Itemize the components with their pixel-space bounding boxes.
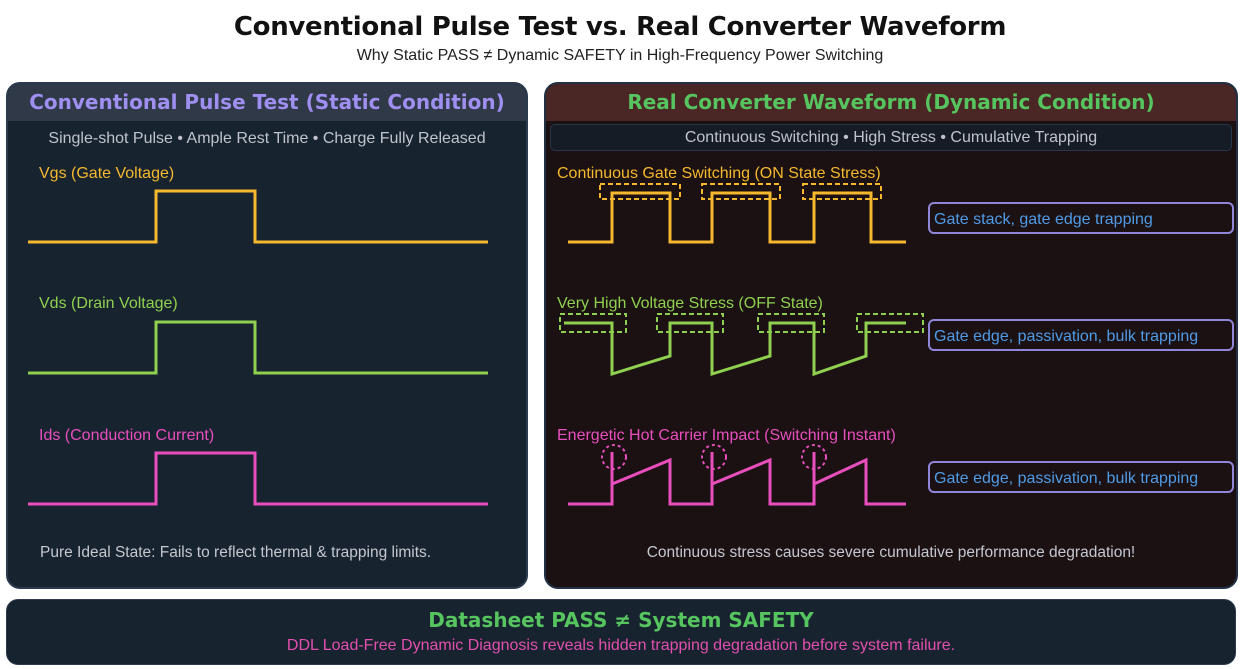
vds-pulse-waveform	[28, 320, 488, 375]
conclusion-banner: Datasheet PASS ≠ System SAFETY DDL Load-…	[6, 599, 1236, 665]
vgs-label: Vgs (Gate Voltage)	[39, 165, 175, 182]
gate-stack-trapping-box: Gate stack, gate edge trapping	[928, 202, 1234, 234]
hot-carrier-impact-markers	[601, 444, 827, 470]
right-panel-tagline: Continuous Switching • High Stress • Cum…	[550, 124, 1232, 151]
on-state-stress-highlights	[599, 183, 882, 200]
high-voltage-stress-label: Very High Voltage Stress (OFF State)	[557, 295, 823, 312]
off-state-stress-highlights	[559, 313, 924, 333]
gate-switching-label: Continuous Gate Switching (ON State Stre…	[557, 165, 881, 182]
conclusion-subtitle: DDL Load-Free Dynamic Diagnosis reveals …	[286, 637, 956, 654]
vds-label: Vds (Drain Voltage)	[39, 295, 178, 312]
page-subtitle: Why Static PASS ≠ Dynamic SAFETY in High…	[356, 47, 884, 64]
continuous-gate-waveform	[568, 183, 906, 244]
left-panel-note: Pure Ideal State: Fails to reflect therm…	[40, 544, 432, 561]
vgs-pulse-waveform	[28, 189, 488, 244]
real-converter-waveform-panel: Real Converter Waveform (Dynamic Conditi…	[544, 82, 1238, 589]
right-panel-title: Real Converter Waveform (Dynamic Conditi…	[546, 84, 1236, 121]
left-panel-tagline: Single-shot Pulse • Ample Rest Time • Ch…	[48, 130, 486, 147]
hot-carrier-current-waveform	[568, 444, 906, 506]
conventional-pulse-test-panel: Conventional Pulse Test (Static Conditio…	[6, 82, 528, 589]
hot-carrier-label: Energetic Hot Carrier Impact (Switching …	[557, 427, 896, 444]
conclusion-title: Datasheet PASS ≠ System SAFETY	[428, 608, 814, 632]
ids-pulse-waveform	[28, 451, 488, 506]
ids-label: Ids (Conduction Current)	[39, 427, 215, 444]
passivation-bulk-trapping-box-2: Gate edge, passivation, bulk trapping	[928, 461, 1234, 493]
drain-voltage-stress-waveform	[559, 313, 924, 377]
right-panel-note: Continuous stress causes severe cumulati…	[646, 544, 1136, 561]
passivation-bulk-trapping-box-1: Gate edge, passivation, bulk trapping	[928, 319, 1234, 351]
page-title: Conventional Pulse Test vs. Real Convert…	[233, 12, 1007, 42]
left-panel-title: Conventional Pulse Test (Static Conditio…	[8, 84, 526, 121]
